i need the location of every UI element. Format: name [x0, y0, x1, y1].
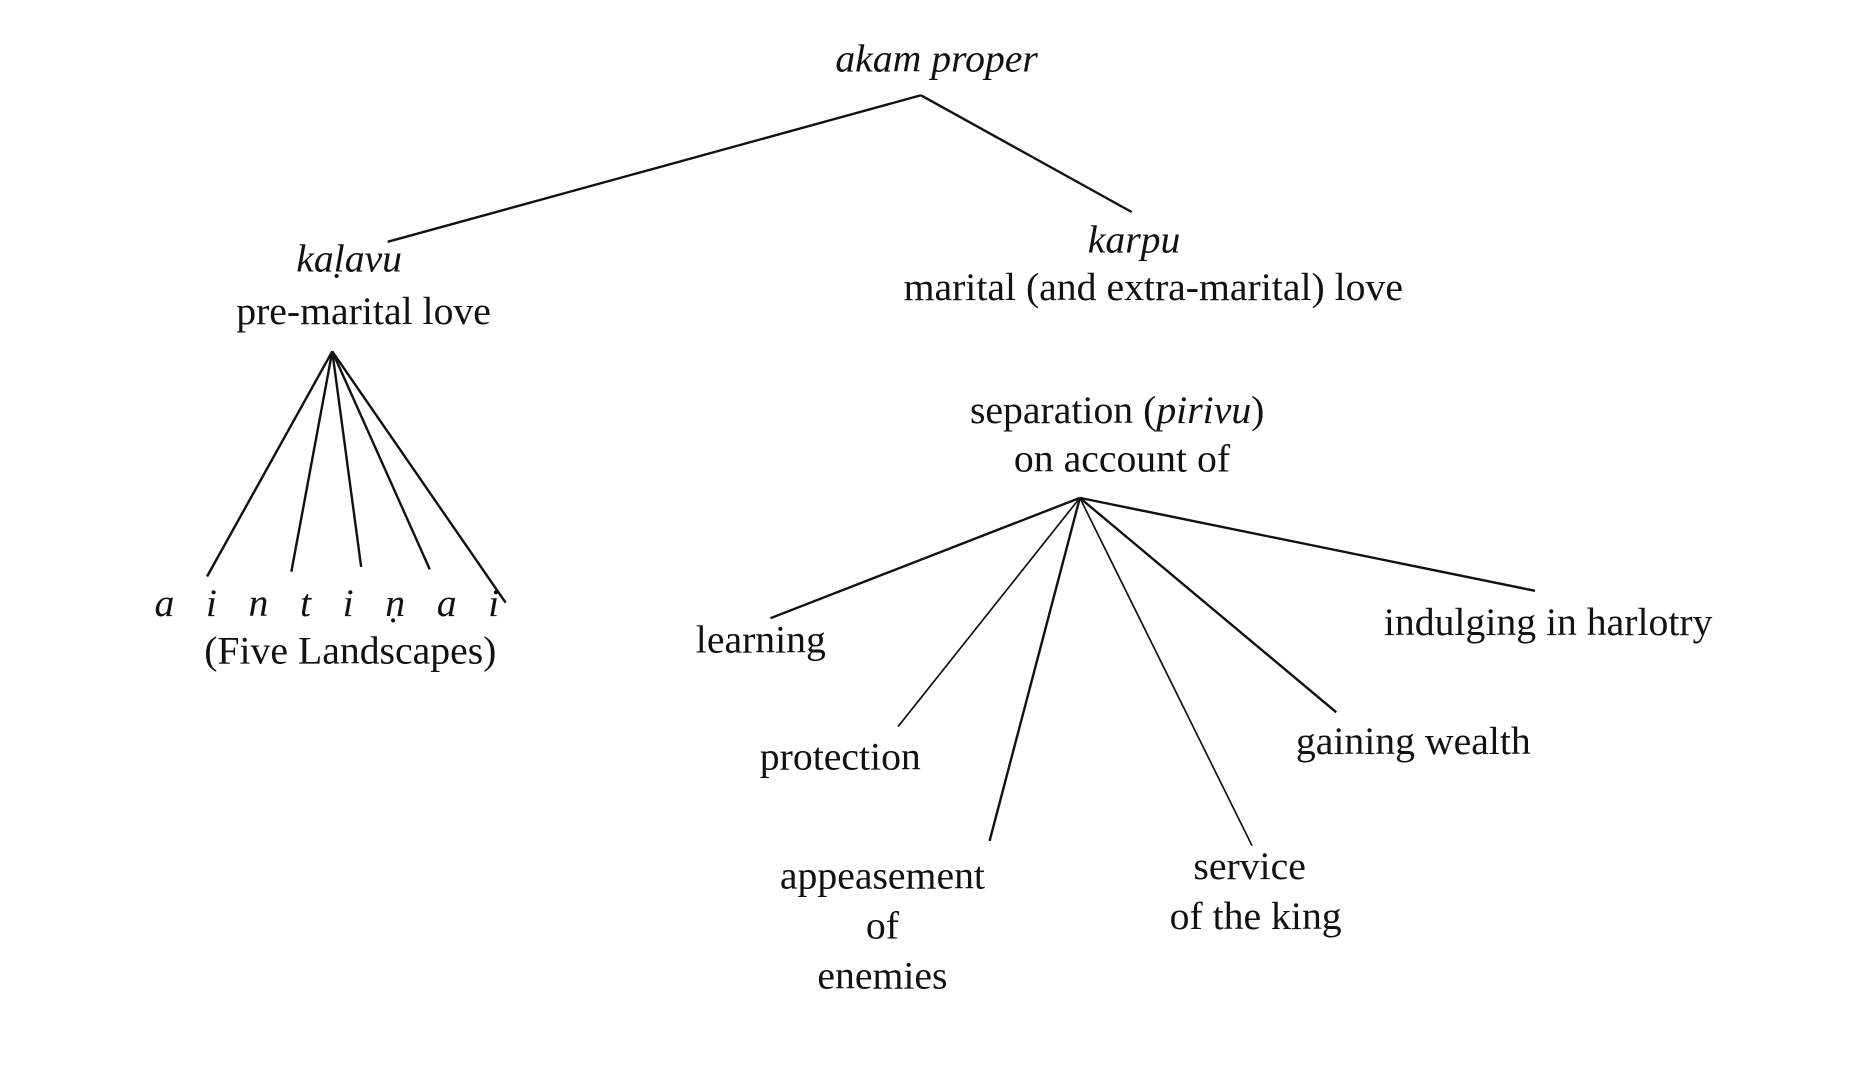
separation-prefix: separation (	[970, 388, 1156, 432]
edge-root-karpu	[920, 94, 1133, 214]
edge-landscape-2	[290, 351, 334, 572]
edge-appeasement	[988, 497, 1082, 842]
edges-separation-causes	[770, 496, 1536, 847]
edge-landscape-4	[331, 350, 431, 570]
node-karpu-term: karpu	[1088, 218, 1181, 262]
node-separation-line2: on account of	[1014, 437, 1231, 481]
edge-landscape-1	[206, 350, 334, 578]
edge-service	[1079, 497, 1253, 847]
node-appeasement-line2: of	[866, 904, 900, 948]
node-appeasement-line3: enemies	[817, 954, 947, 998]
node-gaining-wealth: gaining wealth	[1296, 719, 1531, 763]
node-separation: separation (pirivu)	[970, 388, 1264, 432]
edge-landscape-3	[331, 351, 363, 568]
node-service-line1: service	[1193, 844, 1305, 888]
edge-root-kalavu	[387, 94, 922, 243]
separation-suffix: )	[1251, 388, 1264, 432]
edge-landscape-5	[331, 350, 507, 604]
node-service-line2: of the king	[1170, 894, 1342, 938]
node-learning: learning	[696, 618, 826, 662]
node-kalavu-gloss: pre-marital love	[236, 289, 491, 333]
node-akam-proper: akam proper	[835, 37, 1038, 81]
edge-protection	[897, 497, 1081, 728]
separation-term-pirivu: pirivu	[1153, 388, 1251, 432]
edge-learning	[770, 496, 1081, 620]
node-protection: protection	[760, 735, 921, 779]
node-karpu-gloss: marital (and extra-marital) love	[904, 265, 1403, 309]
edge-wealth	[1079, 496, 1338, 714]
node-aintinai-gloss: (Five Landscapes)	[204, 629, 496, 673]
edges-kalavu-aintinai	[206, 350, 507, 604]
node-appeasement-line1: appeasement	[780, 854, 985, 898]
node-kalavu-term: kaḷavu	[296, 237, 402, 281]
node-aintinai-term: a i n t i ṇ a i	[154, 581, 510, 625]
node-harlotry: indulging in harlotry	[1384, 600, 1713, 644]
edge-harlotry	[1079, 496, 1536, 592]
